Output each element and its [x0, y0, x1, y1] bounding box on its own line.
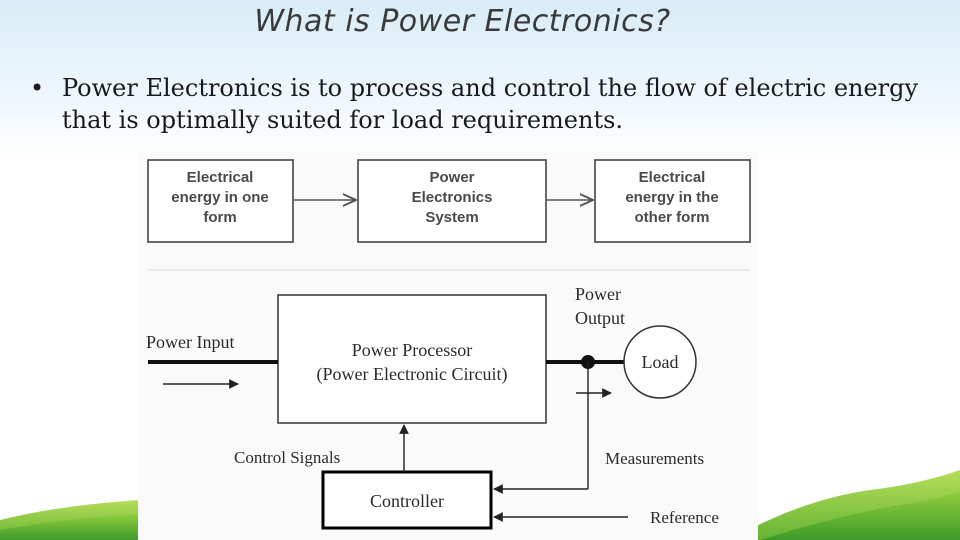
input-energy-label-3: form	[203, 209, 236, 226]
input-energy-label-2: energy in one	[171, 189, 269, 206]
power-processor-label-2: (Power Electronic Circuit)	[317, 364, 508, 385]
power-electronics-system-box	[357, 159, 547, 243]
load-circle	[623, 325, 697, 399]
bullet-marker: •	[30, 74, 45, 102]
power-electronics-diagram: Electrical energy in one form Power Elec…	[138, 152, 758, 540]
slide-title: What is Power Electronics?	[254, 4, 671, 39]
output-energy-label-3: other form	[635, 209, 710, 226]
controller-box	[321, 470, 493, 530]
power-output-label-2: Output	[575, 308, 625, 328]
input-energy-label-1: Electrical	[187, 169, 254, 186]
power-input-label: Power Input	[146, 332, 235, 352]
bullet-text: Power Electronics is to process and cont…	[62, 74, 919, 134]
controller-label: Controller	[370, 491, 444, 511]
input-energy-box	[147, 159, 294, 243]
power-output-label-1: Power	[575, 284, 621, 304]
pe-system-label-1: Power	[429, 169, 474, 186]
output-energy-label-1: Electrical	[639, 169, 706, 186]
pe-system-label-3: System	[425, 209, 478, 226]
measurements-label: Measurements	[605, 449, 704, 468]
load-label: Load	[642, 352, 679, 372]
pe-system-label-2: Electronics	[412, 189, 493, 206]
reference-label: Reference	[650, 508, 719, 527]
power-processor-box	[277, 294, 547, 424]
output-energy-label-2: energy in the	[625, 189, 718, 206]
power-processor-label-1: Power Processor	[352, 340, 472, 360]
control-signals-label: Control Signals	[234, 448, 340, 467]
output-energy-box	[594, 159, 751, 243]
